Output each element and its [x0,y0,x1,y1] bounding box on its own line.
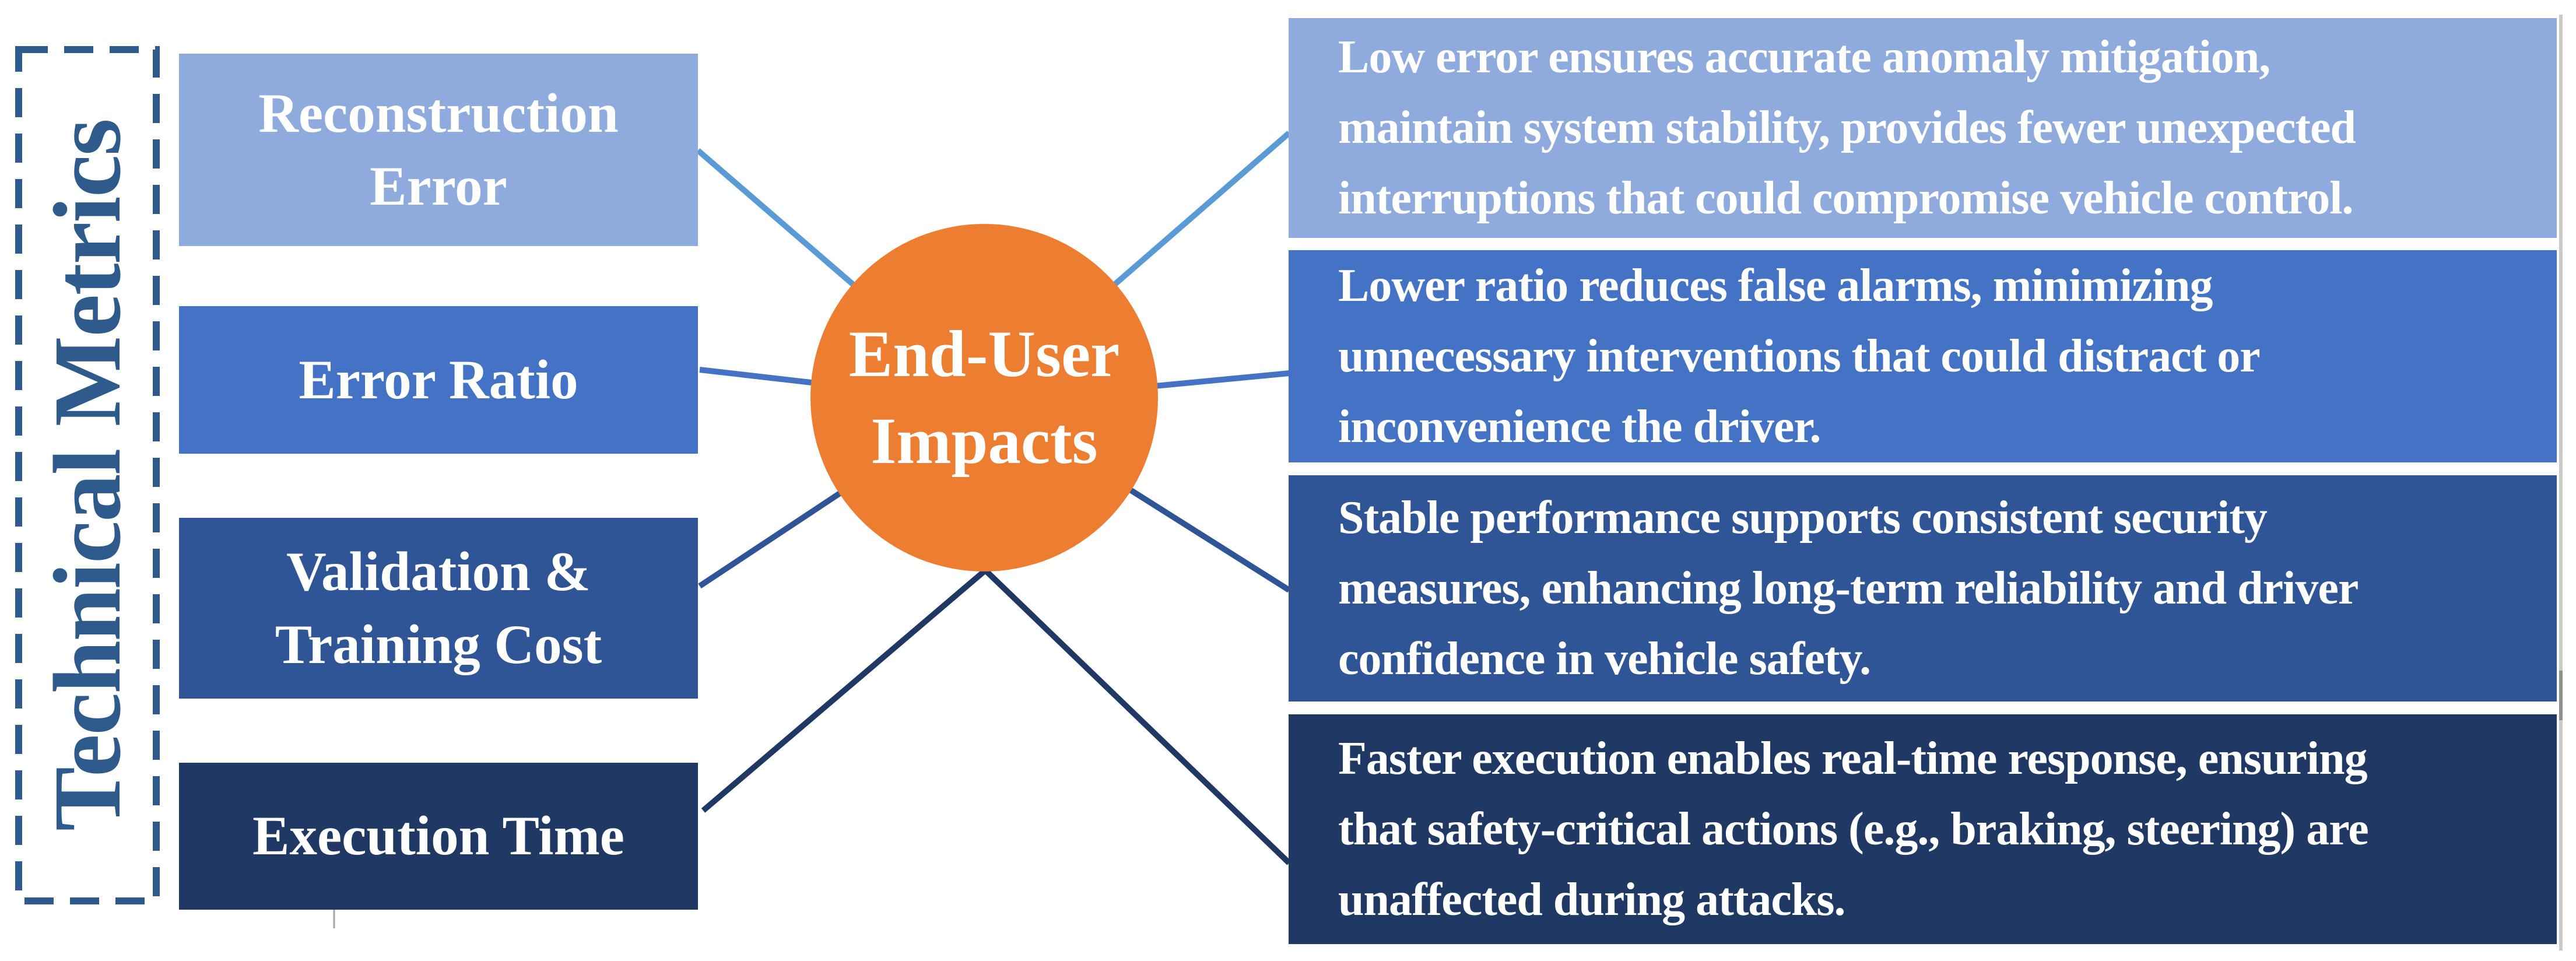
impact-text-line: that safety-critical actions (e.g., brak… [1338,803,2369,855]
hub-label-line: Impacts [871,405,1098,478]
impact-box-stable-performance: Stable performance supports consistent s… [1289,475,2557,702]
metric-box-error-ratio: Error Ratio [179,306,698,454]
impact-text-line: inconvenience the driver. [1338,401,1822,453]
technical-metrics-label: Technical Metrics [34,119,141,832]
connector-line-execution-time [701,568,988,813]
impact-box-low-error: Low error ensures accurate anomaly mitig… [1289,18,2557,238]
impact-text-line: interruptions that could compromise vehi… [1338,173,2353,224]
metric-label-line: Error [370,155,507,217]
metric-label-line: Reconstruction [258,82,619,144]
metric-box-reconstruction-error: Reconstruction Error [179,54,698,246]
impact-text-line: Low error ensures accurate anomaly mitig… [1338,31,2270,83]
hub-label-line: End-User [848,317,1120,391]
end-user-impacts-circle: End-User Impacts [810,224,1158,571]
impact-text-line: confidence in vehicle safety. [1338,633,1871,685]
impact-text-line: measures, enhancing long-term reliabilit… [1338,562,2359,614]
connector-line-impact-faster-execution [983,568,1291,865]
metric-box-execution-time: Execution Time [179,763,698,910]
impact-text-line: Lower ratio reduces false alarms, minimi… [1338,259,2213,311]
impact-text-line: Faster execution enables real-time respo… [1338,732,2368,784]
impact-text-line: unnecessary interventions that could dis… [1338,330,2261,382]
metric-label-line: Training Cost [275,613,602,675]
impact-text-line: maintain system stability, provides fewe… [1338,102,2356,153]
metric-box-validation-training-cost: Validation & Training Cost [179,518,698,699]
metric-label-line: Execution Time [252,805,624,867]
metric-label-line: Error Ratio [299,348,578,411]
technical-metrics-dashed-frame [15,46,160,904]
impact-text-line: Stable performance supports consistent s… [1338,492,2268,543]
metric-label-line: Validation & [286,540,591,602]
impact-box-lower-ratio: Lower ratio reduces false alarms, minimi… [1289,250,2557,462]
impact-text-line: unaffected during attacks. [1338,874,1846,925]
impact-box-faster-execution: Faster execution enables real-time respo… [1289,714,2557,944]
technical-metrics-panel: Technical Metrics [19,50,156,901]
